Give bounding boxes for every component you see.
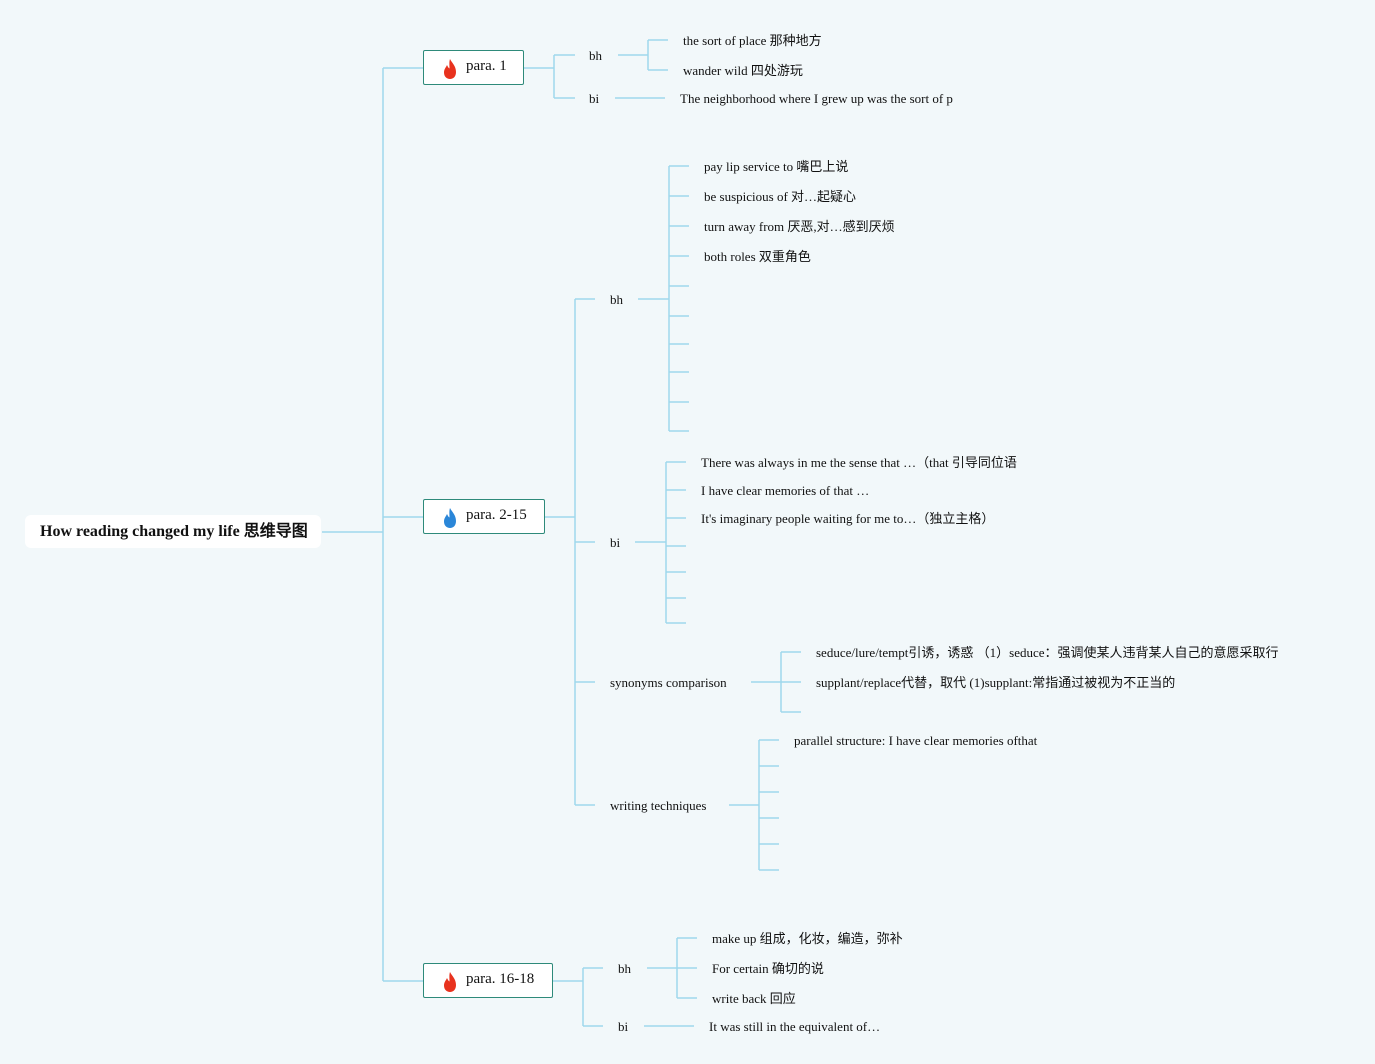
para2-synonyms-item[interactable]: seduce/lure/tempt引诱，诱惑 （1）seduce：强调使某人违背…: [816, 645, 1279, 660]
para3-bi-node[interactable]: bi: [618, 1019, 629, 1034]
para2-synonyms-item[interactable]: supplant/replace代替，取代 (1)supplant:常指通过被视…: [816, 675, 1176, 690]
topic-label: para. 2-15: [466, 507, 527, 523]
para2-bh-node[interactable]: bh: [610, 292, 623, 307]
para2-bi-item[interactable]: I have clear memories of that …: [701, 483, 870, 498]
root-title: How reading changed my life 思维导图: [40, 523, 308, 540]
flame-blue-icon: [444, 508, 456, 528]
para1-bi-node[interactable]: bi: [589, 91, 600, 106]
topic-para-1[interactable]: para. 1: [423, 50, 524, 85]
flame-red-icon: [444, 972, 456, 992]
root-topic[interactable]: How reading changed my life 思维导图: [25, 515, 321, 548]
para1-bh-item[interactable]: the sort of place 那种地方: [683, 33, 822, 48]
para2-bh-item[interactable]: turn away from 厌恶,对…感到厌烦: [704, 219, 895, 234]
para2-bh-item[interactable]: be suspicious of 对…起疑心: [704, 189, 857, 204]
para2-bi-item[interactable]: It's imaginary people waiting for me to……: [701, 511, 995, 526]
para2-writing-node[interactable]: writing techniques: [610, 798, 707, 813]
topic-label: para. 1: [466, 58, 507, 74]
para2-bi-item[interactable]: There was always in me the sense that …（…: [701, 455, 1017, 470]
para1-bi-item[interactable]: The neighborhood where I grew up was the…: [680, 91, 953, 106]
para3-bh-node[interactable]: bh: [618, 961, 631, 976]
para2-bh-item[interactable]: pay lip service to 嘴巴上说: [704, 159, 849, 174]
topic-label: para. 16-18: [466, 971, 535, 987]
para3-bh-item[interactable]: make up 组成，化妆，编造，弥补: [712, 931, 903, 946]
para2-bh-item[interactable]: both roles 双重角色: [704, 249, 811, 264]
para3-bh-item[interactable]: write back 回应: [712, 991, 796, 1006]
topic-para-2-15[interactable]: para. 2-15: [423, 499, 545, 534]
para2-writing-item[interactable]: parallel structure: I have clear memorie…: [794, 733, 1038, 748]
para1-bh-item[interactable]: wander wild 四处游玩: [683, 63, 803, 78]
topic-para-16-18[interactable]: para. 16-18: [423, 963, 553, 998]
para2-synonyms-node[interactable]: synonyms comparison: [610, 675, 727, 690]
para1-bh-node[interactable]: bh: [589, 48, 602, 63]
flame-red-icon: [444, 59, 456, 79]
para3-bh-item[interactable]: For certain 确切的说: [712, 961, 824, 976]
para2-bi-node[interactable]: bi: [610, 535, 621, 550]
para3-bi-item[interactable]: It was still in the equivalent of…: [709, 1019, 881, 1034]
